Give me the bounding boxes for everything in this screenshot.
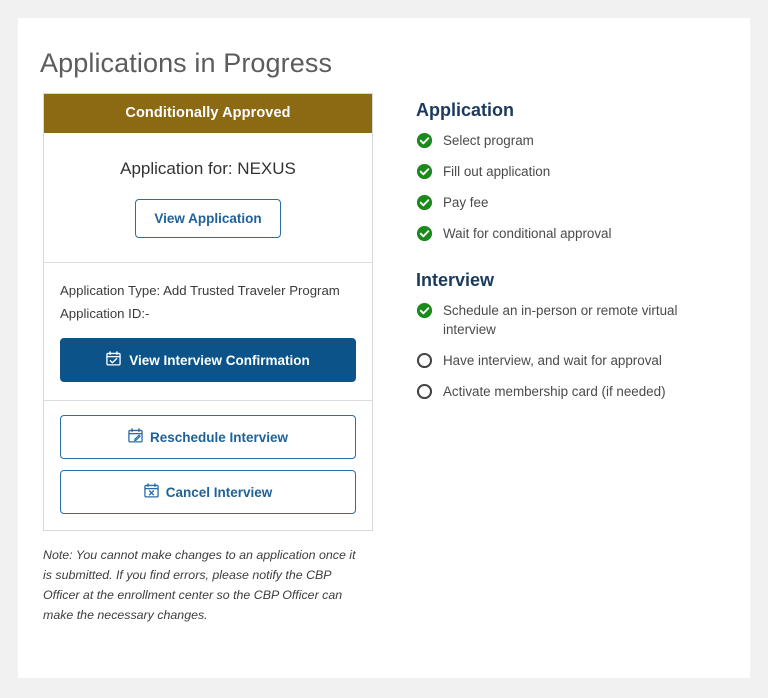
checklist-item: Pay fee: [416, 193, 716, 212]
checklist-item: Activate membership card (if needed): [416, 382, 716, 401]
check-complete-icon: [416, 163, 433, 180]
checklist-group-application: Application Select program Fi: [416, 100, 716, 243]
checklist-item: Select program: [416, 131, 716, 150]
calendar-check-icon: [106, 351, 121, 369]
checklist-item-label: Fill out application: [443, 164, 551, 180]
calendar-edit-icon: [128, 428, 143, 446]
checklist-group-interview: Interview Schedule an in-person or remot…: [416, 270, 716, 401]
checklist-item-label: Wait for conditional approval: [443, 226, 612, 242]
checklist-heading-application: Application: [416, 100, 514, 120]
view-interview-confirmation-button[interactable]: View Interview Confirmation: [60, 338, 356, 383]
card-actions-section: Reschedule Interview Cancel Inter: [44, 401, 372, 530]
view-interview-confirmation-label: View Interview Confirmation: [129, 352, 310, 368]
view-application-label: View Application: [154, 211, 262, 226]
checklist-item: Schedule an in-person or remote virtual …: [416, 301, 716, 339]
circle-incomplete-icon: [416, 383, 433, 400]
checklist-item-label: Select program: [443, 133, 534, 148]
reschedule-interview-button[interactable]: Reschedule Interview: [60, 415, 356, 460]
application-column: Conditionally Approved Application for: …: [43, 93, 373, 626]
checklist-item-label: Schedule an in-person or remote virtual …: [443, 303, 678, 338]
card-details-section: Application Type: Add Trusted Traveler P…: [44, 263, 372, 402]
checklist-item: Have interview, and wait for approval: [416, 351, 716, 370]
checklist-item: Fill out application: [416, 162, 716, 181]
page-panel: Applications in Progress Conditionally A…: [18, 18, 750, 678]
circle-incomplete-icon: [416, 352, 433, 369]
calendar-cancel-icon: [144, 483, 159, 501]
status-badge: Conditionally Approved: [44, 94, 372, 133]
application-id-text: Application ID:-: [60, 306, 150, 322]
card-program-section: Application for: NEXUS View Application: [44, 133, 372, 263]
program-title: Application for: NEXUS: [120, 159, 296, 178]
checklist-item: Wait for conditional approval: [416, 224, 716, 243]
application-card: Conditionally Approved Application for: …: [43, 93, 373, 532]
progress-checklist-column: Application Select program Fi: [416, 100, 716, 401]
cancel-interview-button[interactable]: Cancel Interview: [60, 470, 356, 515]
check-complete-icon: [416, 132, 433, 149]
checklist-item-label: Activate membership card (if needed): [443, 384, 666, 400]
checklist-heading-interview: Interview: [416, 270, 495, 291]
application-type-text: Application Type: Add Trusted Traveler P…: [60, 283, 340, 298]
check-complete-icon: [416, 302, 433, 319]
check-complete-icon: [416, 194, 433, 211]
cancel-interview-label: Cancel Interview: [165, 484, 273, 500]
reschedule-interview-label: Reschedule Interview: [149, 429, 289, 445]
checklist-item-label: Pay fee: [443, 195, 489, 211]
check-complete-icon: [416, 225, 433, 242]
view-application-button[interactable]: View Application: [135, 199, 281, 238]
disclaimer-note: Note: You cannot make changes to an appl…: [43, 548, 356, 623]
checklist-item-label: Have interview, and wait for approval: [443, 353, 662, 369]
page-title: Applications in Progress: [40, 48, 333, 78]
